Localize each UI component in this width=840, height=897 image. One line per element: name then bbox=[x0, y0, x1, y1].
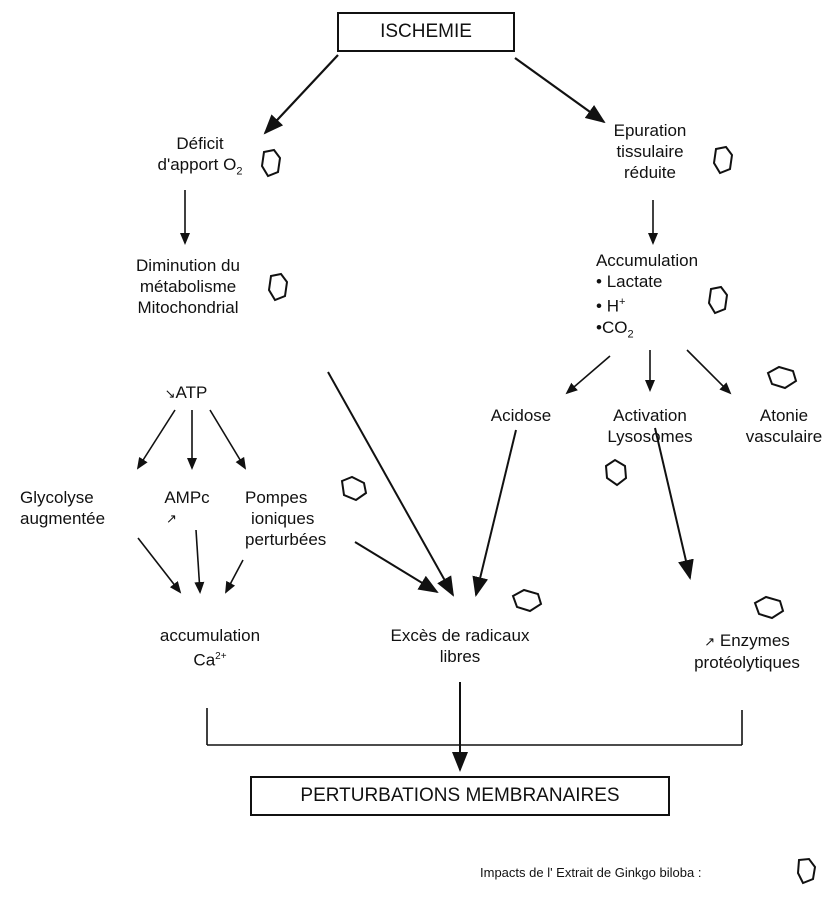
pompes-line2: ioniques bbox=[251, 509, 315, 528]
enzymes-node: ↗ Enzymes protéolytiques bbox=[672, 630, 822, 673]
epuration-line1: Epuration bbox=[613, 121, 687, 140]
epuration-line2: tissulaire bbox=[616, 142, 684, 161]
down-mark-icon: ↘ bbox=[164, 386, 176, 401]
legend: Impacts de l' Extrait de Ginkgo biloba : bbox=[480, 865, 701, 880]
deficit-line2-wrap: d'apport O2 bbox=[140, 154, 260, 182]
up-mark-icon: ↗ bbox=[166, 511, 177, 526]
ginkgo-impact-icon bbox=[707, 285, 729, 315]
accumulation-label: Accumulation bbox=[595, 251, 699, 270]
perturbations-label: PERTURBATIONS MEMBRANAIRES bbox=[300, 785, 620, 806]
glycolyse-line1: Glycolyse bbox=[20, 488, 94, 507]
arrow-atp-glycolyse bbox=[136, 409, 176, 470]
ginkgo-impact-icon bbox=[267, 272, 289, 302]
diminution-line3: Mitochondrial bbox=[137, 298, 239, 317]
accumulation-ca-line1: accumulation bbox=[159, 626, 261, 645]
ginkgo-impact-icon bbox=[604, 458, 628, 487]
arrow-ampc-accumulation bbox=[194, 529, 205, 594]
accumulation-ca-line2: Ca bbox=[193, 650, 216, 670]
acidose-label: Acidose bbox=[490, 406, 552, 425]
deficit-line1: Déficit bbox=[176, 134, 224, 153]
pompes-line3: perturbées bbox=[245, 530, 327, 549]
legend-label: Impacts de l' Extrait de Ginkgo biloba : bbox=[480, 865, 702, 880]
ginkgo-legend-icon bbox=[796, 857, 817, 885]
acidose-node: Acidose bbox=[476, 405, 566, 426]
glycolyse-node: Glycolyse augmentée bbox=[20, 487, 130, 529]
co-subscript: 2 bbox=[627, 328, 634, 341]
arrow-atp-pompes bbox=[209, 409, 247, 470]
activation-line1: Activation bbox=[613, 406, 687, 425]
h-superscript: + bbox=[618, 296, 626, 308]
arrow-ischemie-epuration bbox=[514, 57, 606, 124]
arrow-lysosomes-enzymes bbox=[654, 427, 694, 580]
enzymes-line1: Enzymes bbox=[719, 631, 790, 650]
diminution-line1: Diminution du bbox=[136, 256, 240, 275]
deficit-line2: d'apport O bbox=[157, 155, 237, 174]
pompes-node: Pompes ioniques perturbées bbox=[245, 487, 355, 550]
exces-line1: Excès de radicaux bbox=[390, 626, 530, 645]
ischemie-box: ISCHEMIE bbox=[337, 12, 515, 52]
ampc-label: AMPc bbox=[164, 488, 210, 507]
accumulation-ca-line2-wrap: Ca2+ bbox=[140, 646, 280, 671]
glycolyse-line2: augmentée bbox=[20, 509, 106, 528]
accumulation-ca-superscript: 2+ bbox=[215, 651, 227, 662]
exces-node: Excès de radicaux libres bbox=[360, 625, 560, 667]
diminution-line2: métabolisme bbox=[139, 277, 237, 296]
arrow-co2-atonie bbox=[686, 349, 732, 395]
arrow-acidose-exces bbox=[472, 429, 517, 597]
enzymes-line2: protéolytiques bbox=[694, 653, 800, 672]
activation-line2: Lysosomes bbox=[607, 427, 693, 446]
deficit-subscript: 2 bbox=[236, 165, 243, 178]
arrow-co2-acidose bbox=[565, 355, 611, 395]
ginkgo-impact-icon bbox=[340, 475, 368, 502]
exces-line2: libres bbox=[439, 647, 481, 666]
h-row: • H+ bbox=[596, 296, 626, 316]
activation-node: Activation Lysosomes bbox=[595, 405, 705, 447]
atonie-node: Atonie vasculaire bbox=[730, 405, 838, 447]
deficit-node: Déficit d'apport O2 bbox=[140, 133, 260, 182]
ginkgo-impact-icon bbox=[260, 148, 282, 178]
ginkgo-impact-icon bbox=[511, 588, 543, 613]
ginkgo-impact-icon bbox=[753, 595, 785, 620]
accumulation-node: Accumulation • Lactate • H+ •CO2 bbox=[572, 250, 722, 345]
arrow-pompes-accumulation bbox=[225, 559, 244, 594]
ampc-node: AMPc ↗ bbox=[152, 487, 222, 529]
accumulation-ca-node: accumulation Ca2+ bbox=[140, 625, 280, 671]
perturbations-box: PERTURBATIONS MEMBRANAIRES bbox=[250, 776, 670, 816]
arrow-glycolyse-accumulation bbox=[137, 537, 182, 594]
arrow-pompes-exces bbox=[354, 541, 439, 594]
ginkgo-impact-icon bbox=[766, 365, 798, 390]
co2-row: •CO2 bbox=[596, 317, 634, 341]
epuration-node: Epuration tissulaire réduite bbox=[590, 120, 710, 183]
atp-label: ATP bbox=[175, 383, 208, 402]
arrow-diminution-exces bbox=[327, 371, 454, 597]
atp-node: ↘ATP bbox=[156, 382, 216, 404]
h-label: H bbox=[606, 296, 619, 316]
lactate-row: • Lactate bbox=[596, 272, 663, 291]
arrow-ischemie-deficit bbox=[263, 54, 339, 135]
up-mark-icon: ↗ bbox=[704, 634, 716, 649]
co-label: CO bbox=[601, 317, 628, 337]
epuration-line3: réduite bbox=[624, 163, 676, 182]
lactate-label: Lactate bbox=[606, 272, 663, 291]
diminution-node: Diminution du métabolisme Mitochondrial bbox=[108, 255, 268, 318]
pompes-line1: Pompes bbox=[245, 488, 308, 507]
atonie-line1: Atonie bbox=[759, 406, 809, 425]
ischemie-label: ISCHEMIE bbox=[380, 21, 472, 42]
ginkgo-impact-icon bbox=[712, 145, 734, 175]
enzymes-line1-wrap: ↗ Enzymes bbox=[672, 630, 822, 652]
atonie-line2: vasculaire bbox=[745, 427, 823, 446]
